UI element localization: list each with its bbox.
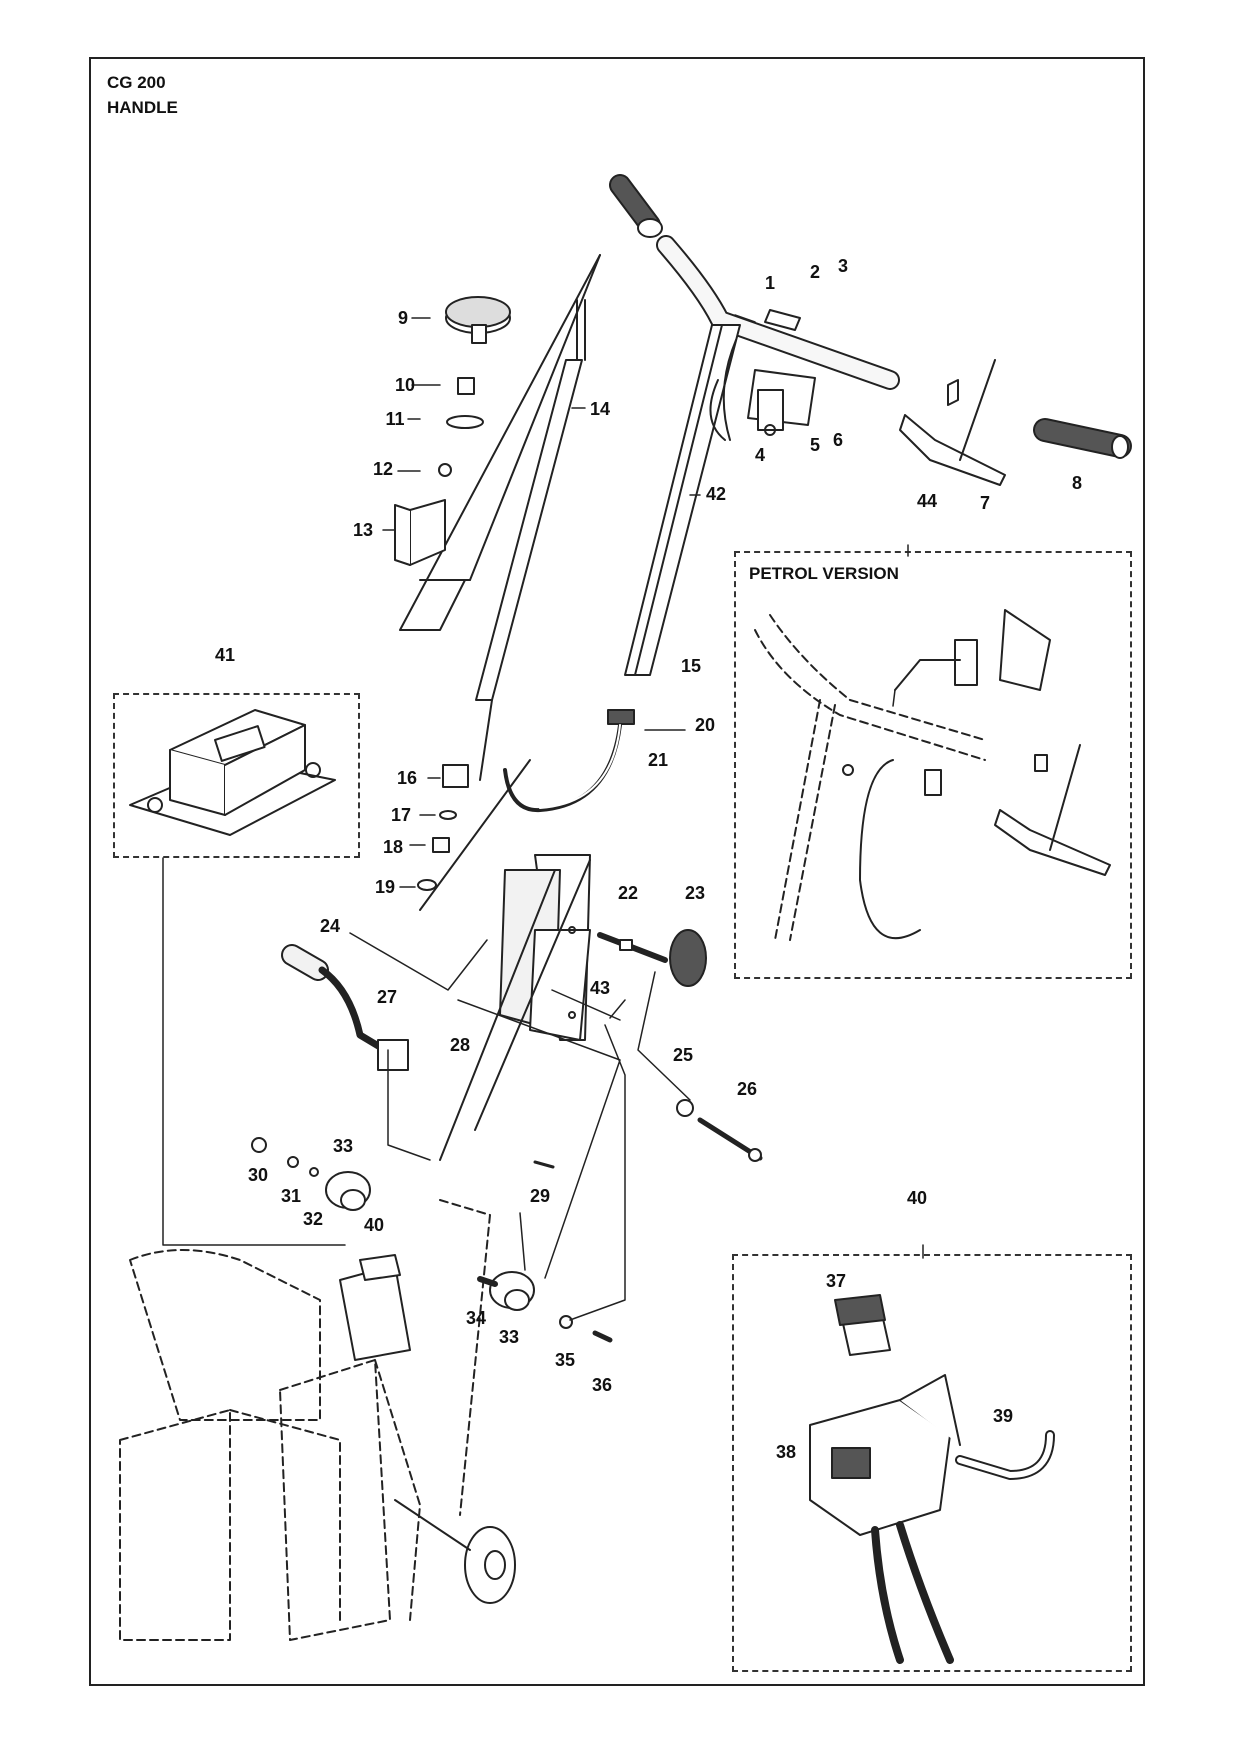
callout-3: 3 xyxy=(837,256,849,276)
callout-29: 29 xyxy=(529,1186,551,1206)
callout-35: 35 xyxy=(554,1350,576,1370)
callout-2: 2 xyxy=(809,262,821,282)
callout-12: 12 xyxy=(372,459,394,479)
main-tube xyxy=(624,324,741,676)
callout-33-lower: 33 xyxy=(498,1327,520,1347)
callout-30: 30 xyxy=(247,1165,269,1185)
cable xyxy=(503,709,635,813)
callout-15: 15 xyxy=(680,656,702,676)
callout-26: 26 xyxy=(736,1079,758,1099)
callout-9: 9 xyxy=(397,308,409,328)
lower-column xyxy=(439,854,591,1161)
switch-41 xyxy=(129,709,336,836)
petrol-version-box xyxy=(734,551,1132,979)
section-title: HANDLE xyxy=(107,98,178,117)
petrol-detail xyxy=(754,609,1111,941)
callout-17: 17 xyxy=(390,805,412,825)
callout-44: 44 xyxy=(916,491,938,511)
callout-42: 42 xyxy=(705,484,727,504)
callout-40-machine: 40 xyxy=(363,1215,385,1235)
callout-14: 14 xyxy=(589,399,611,419)
callout-25: 25 xyxy=(672,1045,694,1065)
machine-body xyxy=(119,1199,491,1641)
callout-22: 22 xyxy=(617,883,639,903)
switch-assembly-box-40 xyxy=(732,1254,1132,1672)
callout-4: 4 xyxy=(754,445,766,465)
callout-38: 38 xyxy=(775,1442,797,1462)
bolt-and-clip xyxy=(676,1099,763,1162)
callout-39: 39 xyxy=(992,1406,1014,1426)
petrol-version-title: PETROL VERSION xyxy=(749,564,899,583)
leader-lines xyxy=(162,314,924,1321)
callout-18: 18 xyxy=(382,837,404,857)
knob-assembly xyxy=(394,254,601,631)
callout-19: 19 xyxy=(374,877,396,897)
throttle-lever xyxy=(899,359,1006,486)
callout-16: 16 xyxy=(396,768,418,788)
callout-5: 5 xyxy=(809,435,821,455)
callout-7: 7 xyxy=(979,493,991,513)
wheel xyxy=(394,1499,516,1604)
callout-27: 27 xyxy=(376,987,398,1007)
callout-41: 41 xyxy=(214,645,236,665)
clamp-knob xyxy=(597,929,707,987)
callout-13: 13 xyxy=(352,520,374,540)
model-title: CG 200 xyxy=(107,73,166,92)
callout-21: 21 xyxy=(647,750,669,770)
callout-24: 24 xyxy=(319,916,341,936)
crank-handle xyxy=(281,944,409,1071)
callout-32: 32 xyxy=(302,1209,324,1229)
callout-37: 37 xyxy=(825,1271,847,1291)
callout-11: 11 xyxy=(385,409,405,429)
callout-6: 6 xyxy=(832,430,844,450)
callout-31: 31 xyxy=(280,1186,302,1206)
lower-nut-set xyxy=(417,759,531,911)
callout-36: 36 xyxy=(591,1375,613,1395)
callout-8: 8 xyxy=(1071,473,1083,493)
adjust-rod xyxy=(475,299,586,781)
callout-33-upper: 33 xyxy=(332,1136,354,1156)
callout-1: 1 xyxy=(764,273,776,293)
callout-28: 28 xyxy=(449,1035,471,1055)
switch-bracket xyxy=(747,309,816,436)
callout-40-box: 40 xyxy=(906,1188,928,1208)
machine-switch xyxy=(339,1254,411,1361)
callout-43: 43 xyxy=(589,978,611,998)
switch-assembly xyxy=(809,1294,1055,1664)
callout-10: 10 xyxy=(394,375,416,395)
switch-box-41 xyxy=(113,693,360,858)
handlebar xyxy=(609,174,1132,459)
rollers xyxy=(251,1137,613,1343)
callout-34: 34 xyxy=(465,1308,487,1328)
callout-20: 20 xyxy=(694,715,716,735)
callout-23: 23 xyxy=(684,883,706,903)
drawing-frame xyxy=(89,57,1145,1686)
